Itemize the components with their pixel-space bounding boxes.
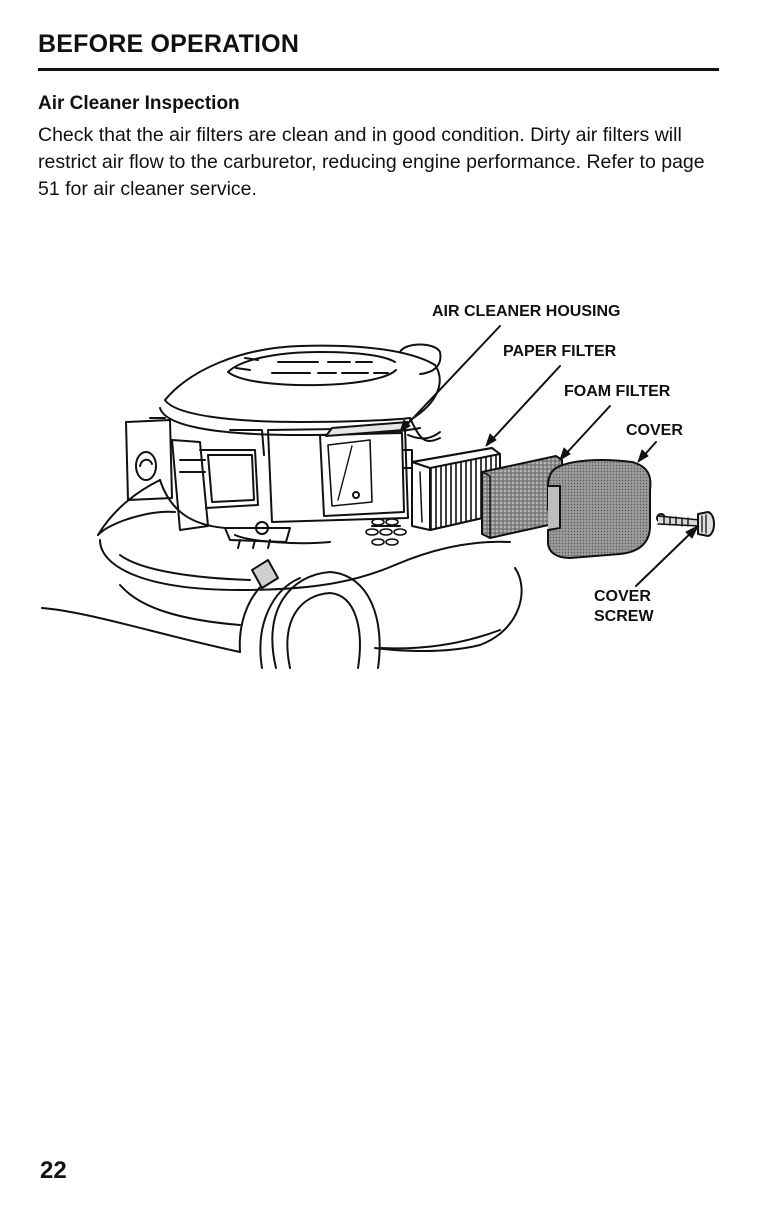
air-cleaner-illustration: AIR CLEANER HOUSING PAPER FILTER FOAM FI…: [0, 290, 774, 690]
rear-wheel: [260, 572, 379, 668]
leader-air-cleaner-housing: [400, 326, 500, 432]
label-cover-screw-line2: SCREW: [594, 607, 654, 627]
page-number: 22: [40, 1157, 67, 1185]
label-cover: COVER: [626, 421, 683, 441]
title-rule: [38, 68, 719, 71]
label-foam-filter: FOAM FILTER: [564, 382, 670, 402]
body-paragraph: Check that the air filters are clean and…: [38, 122, 728, 203]
mower-engine-drawing: [0, 290, 774, 690]
label-cover-screw-line1: COVER: [594, 587, 651, 607]
handle-bracket: [252, 560, 278, 588]
section-title: BEFORE OPERATION: [38, 30, 299, 59]
engine-body: [98, 420, 290, 548]
label-air-cleaner-housing: AIR CLEANER HOUSING: [432, 302, 620, 322]
leader-foam-filter: [562, 406, 610, 458]
label-paper-filter: PAPER FILTER: [503, 342, 616, 362]
leader-paper-filter: [488, 366, 560, 444]
subheading: Air Cleaner Inspection: [38, 93, 240, 115]
engine-shroud: [150, 345, 440, 436]
filter-cover: [548, 460, 665, 558]
